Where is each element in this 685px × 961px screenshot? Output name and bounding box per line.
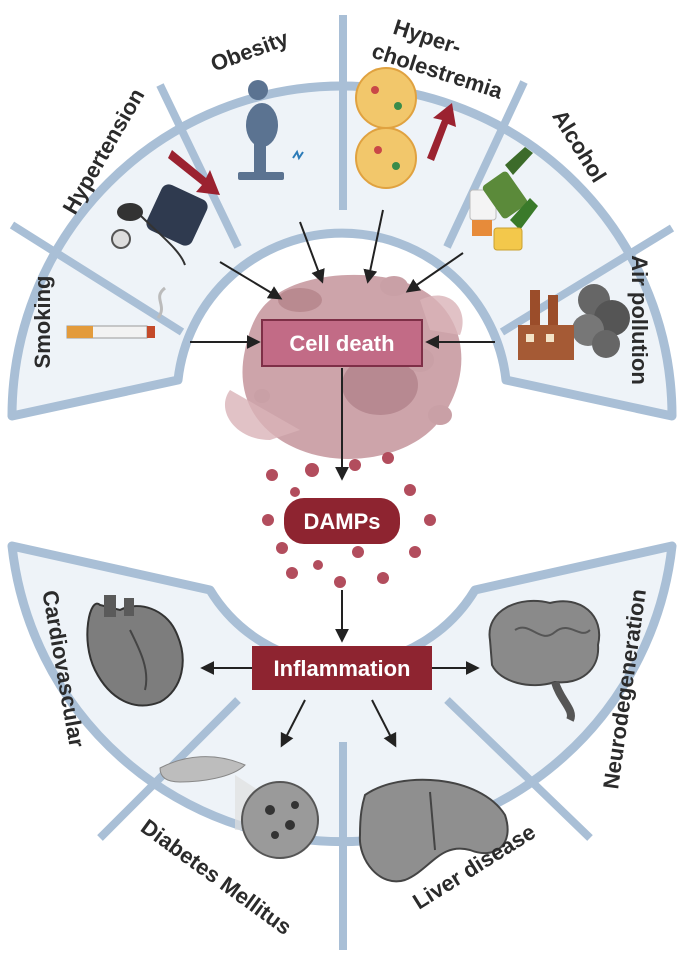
factory-pollution-icon (518, 284, 630, 360)
arrow-alcohol (405, 252, 464, 293)
damps-box: DAMPs (284, 498, 400, 544)
arrow-diabetes (280, 699, 306, 748)
brain-icon (488, 599, 601, 722)
inflammation-box: Inflammation (252, 646, 432, 690)
cell-bleb (278, 288, 322, 312)
arrow-hypertension (219, 261, 283, 300)
risk-factor-air-pollution: Air pollution (627, 255, 652, 385)
cholesterol-icon (355, 67, 456, 189)
blood-pressure-cuff-icon (111, 150, 220, 266)
cell-bleb (380, 276, 408, 296)
arrows (190, 209, 495, 748)
risk-factor-obesity: Obesity (207, 25, 292, 76)
pancreas-icon (159, 756, 319, 859)
ring-divider (156, 83, 242, 249)
ring-divider (444, 697, 593, 841)
arrow-obesity (299, 221, 325, 284)
inflammation-label: Inflammation (274, 656, 411, 681)
ring-divider (443, 80, 528, 249)
risk-factor-smoking: Smoking (30, 276, 55, 369)
ring-divider (9, 221, 185, 336)
obesity-person-icon (238, 80, 304, 180)
arrow-liver (371, 699, 397, 748)
damp-particles (262, 452, 436, 588)
cigarette-icon (66, 286, 167, 339)
damps-label: DAMPs (303, 509, 380, 534)
cell-death-box: Cell death (261, 319, 423, 367)
liver-icon (358, 778, 509, 883)
cell-bleb (254, 389, 270, 403)
arrow-hypercholestremia (363, 209, 384, 284)
cell-bleb (428, 405, 452, 425)
alcohol-bottles-icon (469, 147, 538, 251)
heart-icon (86, 595, 184, 707)
cell-death-label: Cell death (289, 331, 394, 356)
risk-factor-ring (7, 15, 677, 421)
